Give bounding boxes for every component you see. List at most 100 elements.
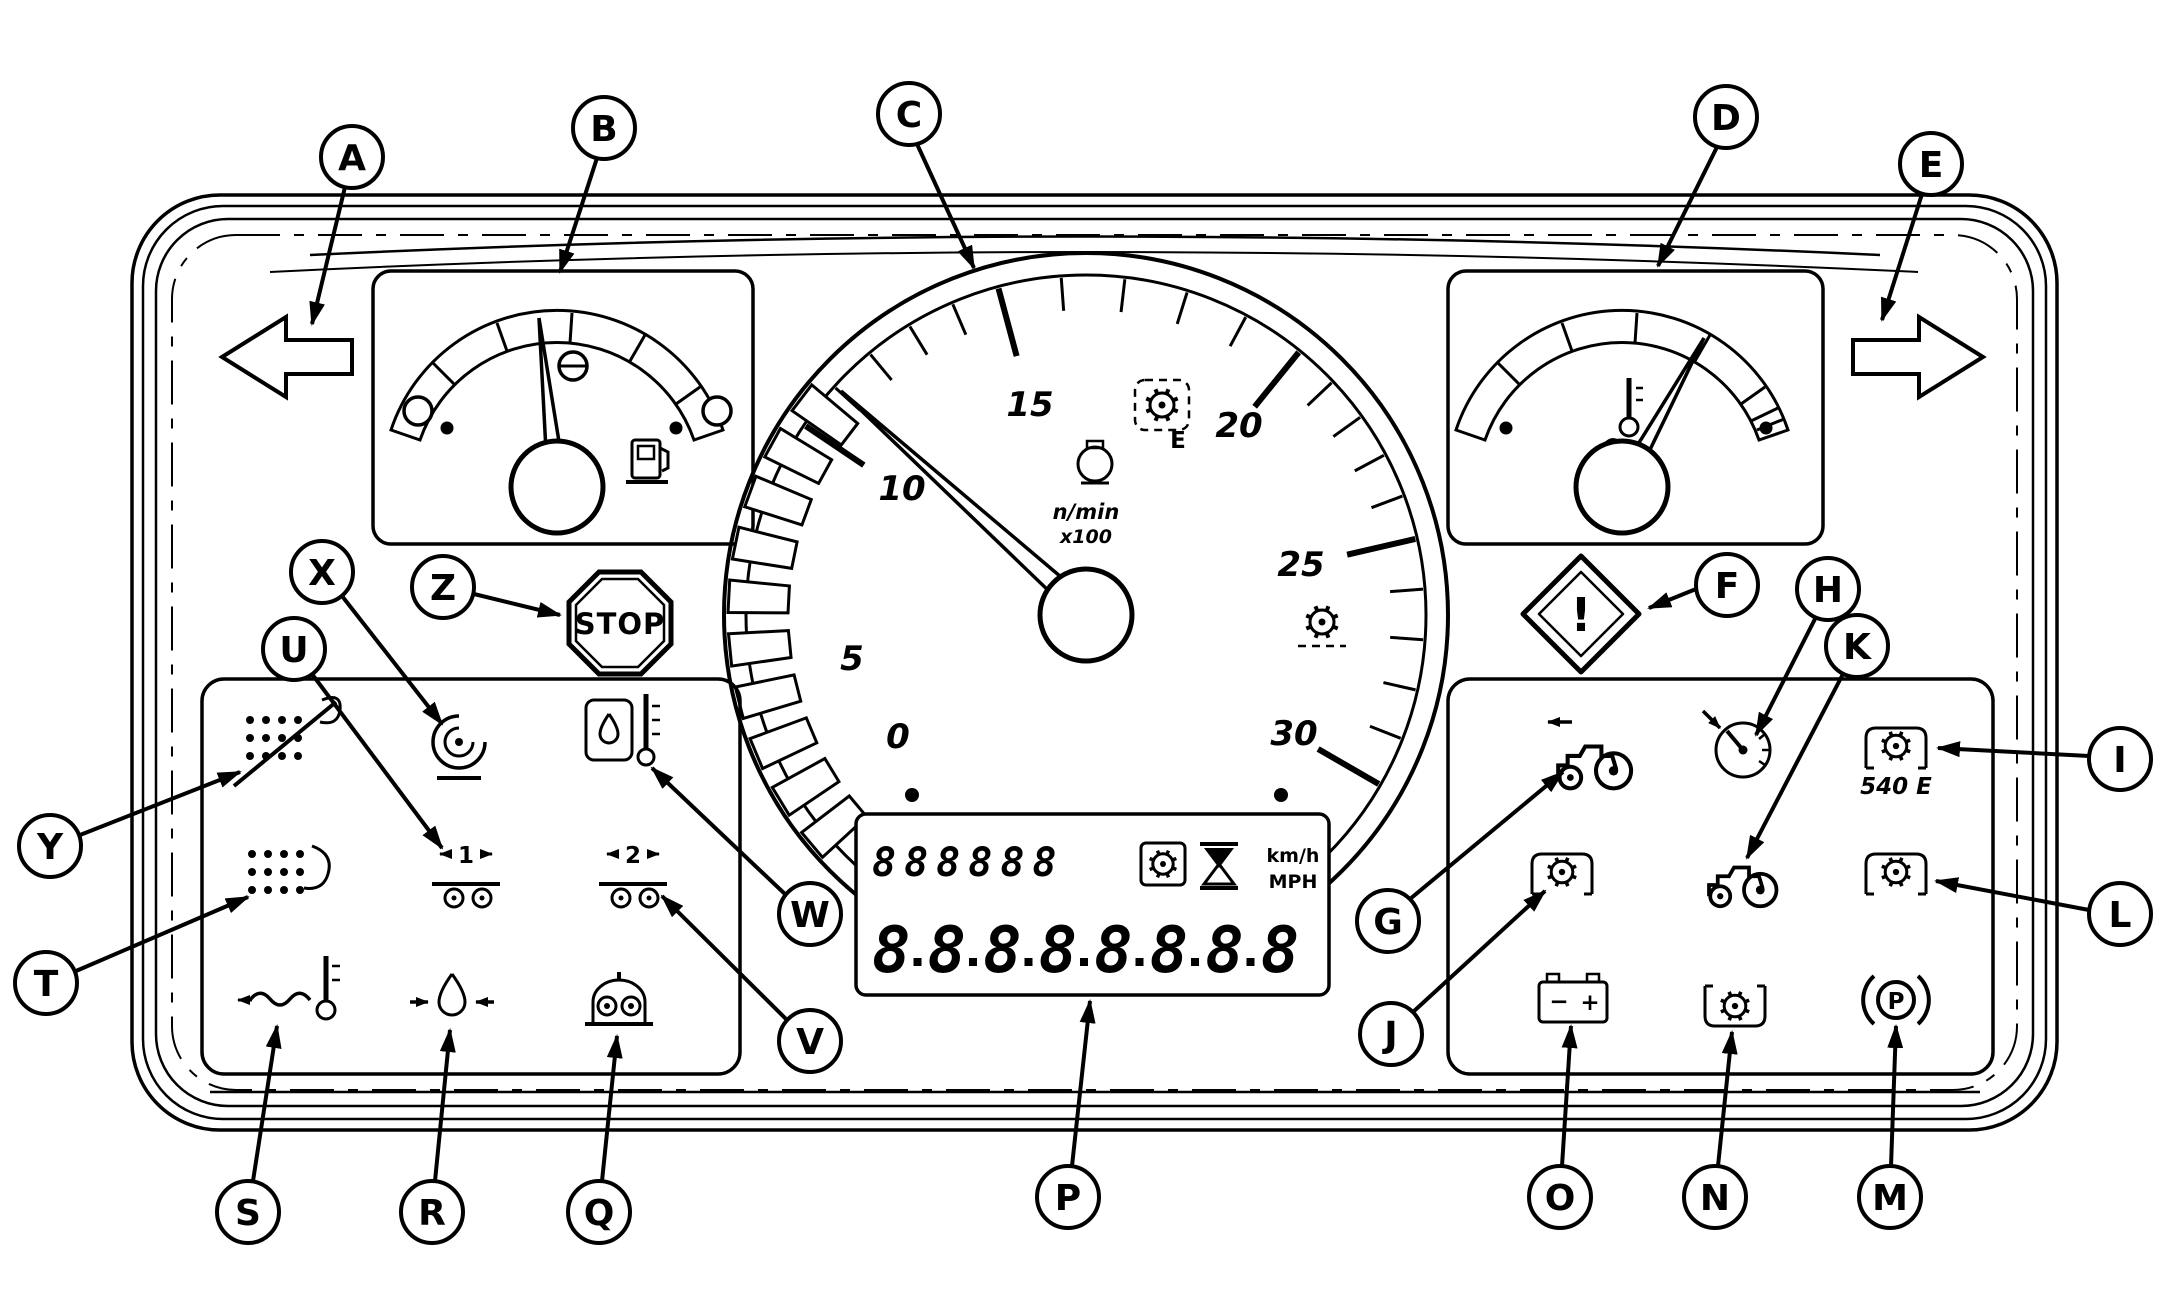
trailer-2-label: 2 <box>625 843 641 869</box>
callout-e-circle <box>1898 131 1964 197</box>
lcd-outline <box>854 812 1331 997</box>
restriction-slash <box>232 700 338 788</box>
callout-r-arrow <box>433 1028 456 1182</box>
panel-outline-mid <box>141 204 2048 1121</box>
fuel-gauge-dot-right <box>669 421 683 435</box>
gear-mode-icon <box>1139 841 1187 887</box>
panel-outline-inner <box>154 217 2035 1108</box>
callout-y-circle <box>17 813 83 879</box>
gear-icon <box>1145 388 1179 422</box>
lcd-top-digits: 888888 <box>872 840 1065 886</box>
gear-icon <box>1881 857 1911 887</box>
callout-w: W <box>650 766 843 947</box>
callout-e: E <box>1880 131 1964 322</box>
filter-dots <box>246 716 302 760</box>
exhaust-temp-icon <box>237 956 340 1021</box>
tractor-reverse-arrow-icon <box>1547 717 1631 788</box>
callout-p-arrow <box>1070 999 1096 1167</box>
callout-j-label: J <box>1381 1015 1397 1056</box>
callout-b: B <box>558 95 637 274</box>
air-filter-icon <box>248 844 331 894</box>
callout-x-arrow <box>340 594 444 726</box>
callout-z-label: Z <box>430 568 456 609</box>
callout-f-label: F <box>1715 566 1740 607</box>
callout-p-circle <box>1035 1164 1101 1230</box>
callout-t-arrow <box>75 895 250 973</box>
callout-s-arrow <box>251 1024 282 1182</box>
fuel-gauge-hub <box>508 438 606 536</box>
fuel-pump-icon <box>626 438 670 484</box>
callout-k-circle <box>1824 613 1890 679</box>
trailer-1-icon: 1 <box>432 843 500 909</box>
temp-gauge-dot-left <box>1499 421 1513 435</box>
callout-m-label: M <box>1872 1178 1908 1219</box>
callout-t-label: T <box>34 964 59 1005</box>
tach-face-dot-right <box>1274 788 1288 802</box>
callout-u: U <box>261 616 444 850</box>
callout-k-label: K <box>1843 627 1872 668</box>
callout-b-circle <box>571 95 637 161</box>
callout-g-arrow <box>1408 770 1565 901</box>
pto-speed-label: 540 E <box>1860 774 1932 800</box>
filter-dots <box>248 850 304 894</box>
kmh-label: km/h <box>1267 845 1320 867</box>
callout-h-arrow <box>1754 616 1818 737</box>
pto-speed-dial-icon <box>1701 709 1772 779</box>
left-indicator-box-outline <box>200 677 742 1076</box>
callout-f-arrow <box>1647 587 1697 610</box>
transmission-oil-temp-icon <box>584 694 660 767</box>
air-curl <box>303 844 331 890</box>
callout-m-circle <box>1857 1164 1923 1230</box>
tach-scale-label-10: 10 <box>878 469 925 509</box>
tach-scale-label-30: 30 <box>1270 714 1317 754</box>
callout-y-arrow <box>79 770 242 837</box>
fuel-gauge-end-circle-left <box>402 395 434 427</box>
warning-diamond-inner <box>1537 570 1625 658</box>
tractor-icon-k <box>1707 865 1779 909</box>
lcd-display: 888888 km/h MPH 88888888 <box>854 812 1331 997</box>
callout-o-arrow <box>1560 1024 1578 1167</box>
gear-bracket-icon-j <box>1530 852 1594 896</box>
callout-y: Y <box>17 770 242 879</box>
gear-icon <box>1547 857 1577 887</box>
callout-q: Q <box>566 1034 632 1245</box>
callout-a-label: A <box>338 138 366 179</box>
right-indicator-box-outline <box>1446 677 1995 1076</box>
tach-multiplier-label: x100 <box>1059 526 1112 548</box>
callout-c: C <box>876 81 976 270</box>
air-filter-restriction-icon <box>232 696 342 788</box>
tach-tick-ring <box>726 277 1424 860</box>
callout-t: T <box>13 895 250 1016</box>
battery-plus-label: + <box>1580 990 1599 1016</box>
callout-o: O <box>1527 1024 1593 1230</box>
callout-q-arrow <box>600 1034 623 1182</box>
callout-q-label: Q <box>584 1193 615 1234</box>
callout-k: K <box>1745 613 1890 860</box>
temp-gauge-arc <box>1454 308 1790 442</box>
stop-label: STOP <box>575 607 666 641</box>
callout-r: R <box>399 1028 465 1245</box>
callouts: A B C D E F G <box>13 81 2153 1245</box>
callout-n-circle <box>1682 1164 1748 1230</box>
callout-j-circle <box>1358 1001 1424 1067</box>
callout-b-arrow <box>558 157 599 274</box>
callout-v-label: V <box>796 1022 824 1063</box>
callout-a: A <box>309 124 385 326</box>
callout-u-circle <box>261 616 327 682</box>
callout-l-label: L <box>2109 895 2132 936</box>
callout-q-circle <box>566 1179 632 1245</box>
callout-h: H <box>1754 556 1861 737</box>
stop-octagon <box>566 569 674 677</box>
fuel-gauge-dot-left <box>440 421 454 435</box>
left-turn-arrow-icon <box>218 313 354 401</box>
gear-bracket-icon-l <box>1864 852 1928 896</box>
callout-t-circle <box>13 950 79 1016</box>
callout-v-arrow <box>660 894 789 1022</box>
gear-icon <box>1305 605 1339 639</box>
tach-scale-label-20: 20 <box>1215 406 1262 446</box>
trailer-2-icon: 2 <box>599 843 667 909</box>
callout-s: S <box>215 1024 282 1245</box>
stop-indicator: STOP <box>566 569 674 677</box>
callout-m-arrow <box>1887 1024 1904 1167</box>
callout-a-circle <box>319 124 385 190</box>
